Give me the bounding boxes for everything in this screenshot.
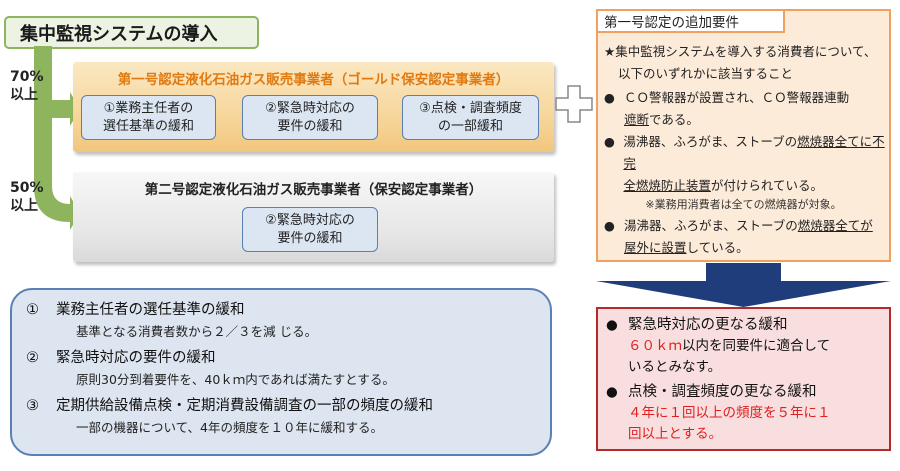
tier1-panel: 第一号認定液化石油ガス販売事業者（ゴールド保安認定事業者） ①業務主任者の選任基… [73, 62, 554, 152]
requirements-body: ★集中監視システムを導入する消費者について、 以下のいずれかに該当すること ● … [604, 41, 889, 259]
tier1-item-3: ③点検・調査頻度の一部緩和 [402, 95, 539, 140]
page-title: 集中監視システムの導入 [4, 16, 259, 49]
tier2-percent: 50% 以上 [10, 180, 44, 214]
bullet-icon: ● [604, 90, 615, 105]
bullet-icon: ● [604, 134, 615, 149]
summary-item-2: ② 緊急時対応の要件の緩和 [26, 350, 216, 366]
tier1-item-2: ②緊急時対応の要件の緩和 [242, 95, 378, 140]
plus-icon [555, 85, 593, 123]
relaxation-panel: ● 緊急時対応の更なる緩和 ６０ｋｍ以内を同要件に適合して いるとみなす。 ● … [596, 307, 891, 451]
requirements-panel: ★集中監視システムを導入する消費者について、 以下のいずれかに該当すること ● … [596, 9, 891, 262]
tier1-percent: 70% 以上 [10, 69, 44, 103]
tier1-heading: 第一号認定液化石油ガス販売事業者（ゴールド保安認定事業者） [117, 72, 510, 88]
bullet-icon: ● [606, 317, 618, 333]
down-arrow-icon [596, 263, 891, 307]
relaxation-head-2: 点検・調査頻度の更なる緩和 [628, 384, 817, 400]
bullet-icon: ● [604, 218, 615, 233]
summary-item-1: ① 業務主任者の選任基準の緩和 [26, 302, 245, 318]
bullet-icon: ● [606, 384, 618, 400]
tier2-item-1: ②緊急時対応の要件の緩和 [242, 207, 378, 252]
tier1-item-1: ①業務主任者の選任基準の緩和 [81, 95, 216, 140]
tier2-heading: 第二号認定液化石油ガス販売事業者（保安認定事業者） [144, 182, 483, 198]
distance-value: ６０ｋｍ [628, 338, 682, 354]
tier2-panel: 第二号認定液化石油ガス販売事業者（保安認定事業者） ②緊急時対応の要件の緩和 [73, 172, 554, 262]
relaxation-head-1: 緊急時対応の更なる緩和 [628, 317, 788, 333]
summary-item-3: ③ 定期供給設備点検・定期消費設備調査の一部の頻度の緩和 [26, 398, 433, 414]
summary-panel: ① 業務主任者の選任基準の緩和 基準となる消費者数から２／３を減 じる。 ② 緊… [10, 288, 552, 456]
requirements-title: 第一号認定の追加要件 [596, 9, 785, 33]
